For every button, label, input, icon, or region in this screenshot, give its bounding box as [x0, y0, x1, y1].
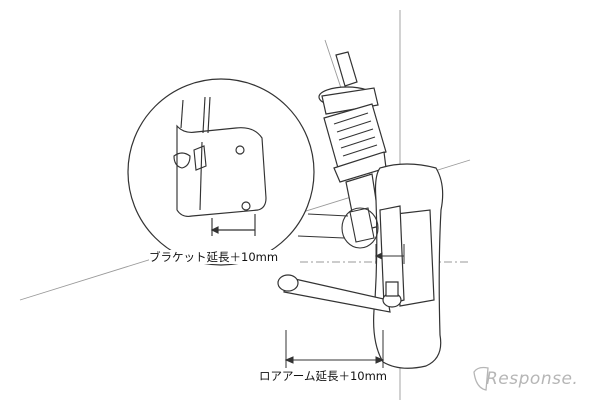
watermark-text: Response.: [486, 369, 579, 389]
bracket-dim-arrow-head: [210, 226, 219, 234]
bracket-flange: [193, 145, 207, 171]
strut-bracket-target: [349, 207, 375, 243]
bracket-inner-edge: [199, 141, 203, 211]
lower-arm-bushing: [277, 274, 299, 292]
lower-arm-bolt: [385, 281, 399, 297]
callout-target-ring: [341, 207, 379, 249]
strut-spring-body: [323, 103, 387, 169]
wheel-assembly: [373, 163, 444, 369]
bracket-plate-outline: [176, 124, 267, 217]
bracket-clamp: [173, 152, 191, 169]
lower-arm-extension-label: ロアアーム延長＋10mm: [259, 369, 388, 383]
lower-arm-body: [283, 276, 391, 313]
strut-dim: [374, 244, 405, 264]
bracket-callout: [127, 78, 315, 266]
bracket-tube-inner: [207, 96, 211, 134]
lower-arm: [277, 274, 402, 313]
strut-spring-coils: [333, 112, 378, 157]
bracket-hole-bottom: [241, 201, 251, 211]
bracket-extension-label: ブラケット延長＋10mm: [149, 250, 279, 264]
watermark-logo-swoosh: [473, 366, 489, 391]
bracket-tube-right: [202, 96, 206, 134]
strut-top-rod: [335, 51, 358, 87]
bracket-tube-left: [180, 99, 184, 129]
strut-upper-seat: [321, 87, 379, 115]
callout-circle: [127, 78, 315, 266]
callout-pointer: [297, 207, 379, 249]
bracket-detail: [173, 96, 267, 236]
bracket-hole-top: [235, 145, 245, 155]
lower-arm-dim: [284, 330, 385, 368]
